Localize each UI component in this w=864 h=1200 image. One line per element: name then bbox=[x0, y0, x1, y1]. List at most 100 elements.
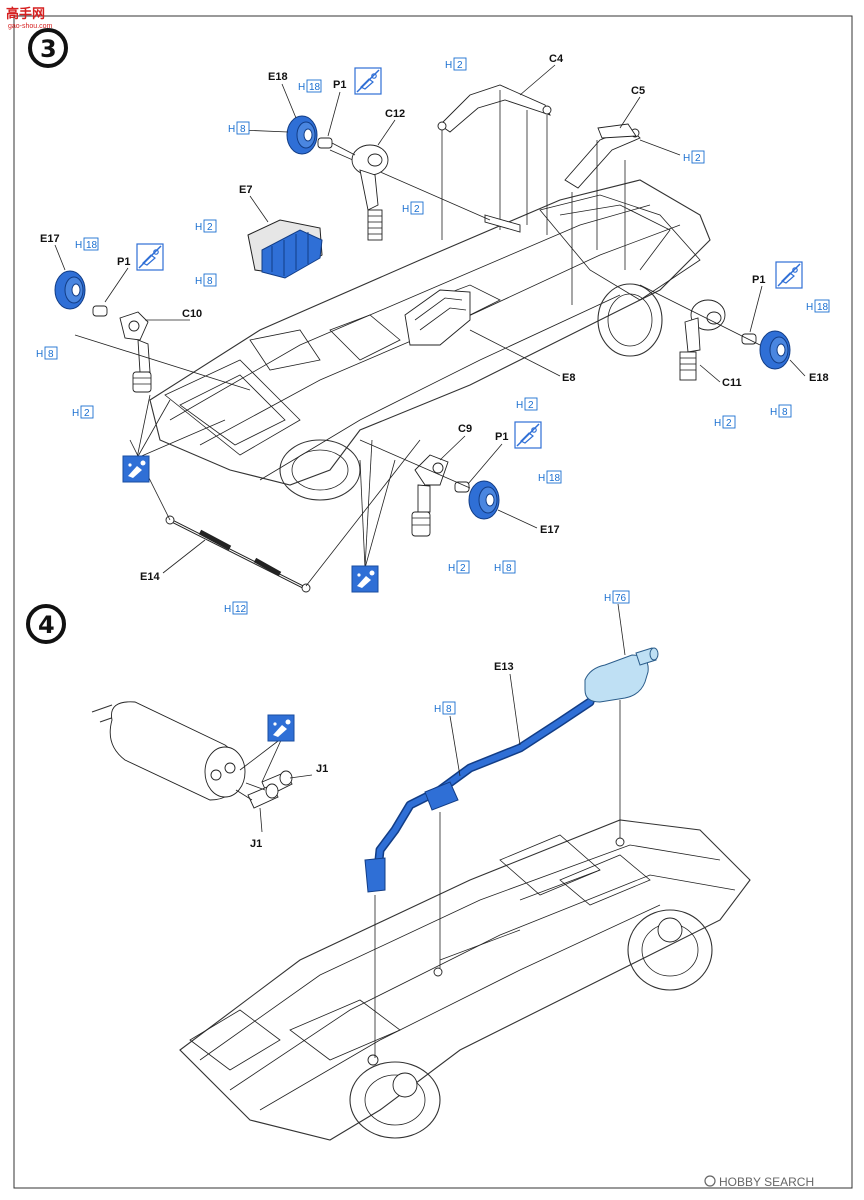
part-p1-mid bbox=[454, 481, 470, 493]
step-4-badge: 4 bbox=[26, 604, 66, 644]
page-frame bbox=[13, 15, 853, 1189]
svg-text:H: H bbox=[402, 204, 409, 215]
paint-h2-c12: H 2 bbox=[402, 201, 424, 215]
label-j1-bottom: J1 bbox=[250, 838, 262, 850]
svg-text:18: 18 bbox=[817, 302, 829, 313]
svg-text:2: 2 bbox=[84, 408, 90, 419]
paint-h2-e8: H 2 bbox=[516, 397, 538, 411]
paint-h8-left: H 8 bbox=[36, 346, 58, 360]
label-p1-left: P1 bbox=[117, 256, 130, 268]
svg-text:H: H bbox=[195, 222, 202, 233]
paint-h18-right: H 18 bbox=[806, 299, 830, 313]
svg-text:H: H bbox=[36, 349, 43, 360]
svg-text:H: H bbox=[298, 82, 305, 93]
paint-h8-e7: H 8 bbox=[195, 273, 217, 287]
svg-text:H: H bbox=[72, 408, 79, 419]
site-logo: 高手网 gao-shou.com bbox=[6, 6, 53, 30]
svg-text:8: 8 bbox=[240, 124, 246, 135]
svg-text:2: 2 bbox=[414, 204, 420, 215]
logo-text: 高手网 bbox=[6, 6, 45, 21]
logo-subtext: gao-shou.com bbox=[8, 23, 53, 30]
no-glue-icon bbox=[514, 421, 542, 449]
muffler-detail bbox=[91, 701, 246, 801]
svg-text:2: 2 bbox=[695, 153, 701, 164]
svg-text:H: H bbox=[434, 704, 441, 715]
svg-text:H: H bbox=[683, 153, 690, 164]
svg-text:2: 2 bbox=[460, 563, 466, 574]
part-j1-pair bbox=[247, 770, 293, 809]
svg-text:H: H bbox=[224, 604, 231, 615]
label-p1-mid: P1 bbox=[495, 431, 508, 443]
paint-h8-top: H 8 bbox=[228, 121, 250, 135]
label-e13: E13 bbox=[494, 661, 514, 673]
paint-h2-c11: H 2 bbox=[714, 415, 736, 429]
paint-h2-e7: H 2 bbox=[195, 219, 217, 233]
label-p1-top: P1 bbox=[333, 79, 346, 91]
step-4-number: 4 bbox=[38, 611, 55, 639]
svg-text:18: 18 bbox=[309, 82, 321, 93]
step-3-number: 3 bbox=[40, 35, 57, 63]
label-e14: E14 bbox=[140, 571, 160, 583]
hobby-search-watermark: HOBBY SEARCH bbox=[704, 1175, 814, 1189]
part-c5 bbox=[564, 127, 641, 189]
svg-text:12: 12 bbox=[235, 604, 247, 615]
paint-h8-step4: H 8 bbox=[434, 701, 456, 715]
svg-text:H: H bbox=[228, 124, 235, 135]
part-e14 bbox=[165, 515, 311, 593]
paint-h8-mid: H 8 bbox=[494, 560, 516, 574]
svg-text:H: H bbox=[75, 240, 82, 251]
chassis-underside bbox=[179, 819, 751, 1141]
svg-text:H: H bbox=[448, 563, 455, 574]
svg-text:8: 8 bbox=[446, 704, 452, 715]
watermark-text: HOBBY SEARCH bbox=[719, 1175, 814, 1189]
part-e7 bbox=[247, 219, 323, 279]
paint-h18-top: H 18 bbox=[298, 79, 322, 93]
part-e13 bbox=[364, 697, 595, 893]
svg-text:76: 76 bbox=[615, 593, 627, 604]
label-e17-left: E17 bbox=[40, 233, 60, 245]
step-3-badge: 3 bbox=[28, 28, 68, 68]
part-e18-top bbox=[286, 115, 318, 155]
label-e8: E8 bbox=[562, 372, 575, 384]
part-c9 bbox=[411, 454, 449, 537]
part-muffler-h76 bbox=[584, 647, 659, 703]
part-e17-mid bbox=[468, 480, 500, 520]
glue-icon bbox=[122, 455, 150, 483]
paint-h18-mid: H 18 bbox=[538, 470, 562, 484]
label-e7: E7 bbox=[239, 184, 252, 196]
label-c9: C9 bbox=[458, 423, 472, 435]
svg-text:H: H bbox=[445, 60, 452, 71]
svg-text:H: H bbox=[195, 276, 202, 287]
paint-h12-e14: H 12 bbox=[224, 601, 248, 615]
svg-text:H: H bbox=[494, 563, 501, 574]
label-c10: C10 bbox=[182, 308, 202, 320]
svg-text:2: 2 bbox=[726, 418, 732, 429]
paint-h2-c5: H 2 bbox=[683, 150, 705, 164]
part-e18-right bbox=[759, 330, 791, 370]
svg-text:8: 8 bbox=[207, 276, 213, 287]
part-c4 bbox=[439, 84, 551, 133]
part-e17-left bbox=[54, 270, 86, 310]
part-p1-right bbox=[741, 333, 757, 345]
part-e8 bbox=[404, 289, 471, 346]
svg-text:2: 2 bbox=[528, 400, 534, 411]
svg-text:8: 8 bbox=[782, 407, 788, 418]
label-c11: C11 bbox=[722, 377, 742, 389]
no-glue-icon bbox=[136, 243, 164, 271]
chassis-outline bbox=[149, 179, 711, 486]
paint-h2-c9: H 2 bbox=[448, 560, 470, 574]
label-e18-right: E18 bbox=[809, 372, 829, 384]
part-p1-left bbox=[92, 305, 108, 317]
part-c12 bbox=[351, 144, 389, 241]
label-c5: C5 bbox=[631, 85, 645, 97]
glue-icon bbox=[351, 565, 379, 593]
svg-text:18: 18 bbox=[86, 240, 98, 251]
svg-text:2: 2 bbox=[457, 60, 463, 71]
paint-h76: H 76 bbox=[604, 590, 630, 604]
label-p1-right: P1 bbox=[752, 274, 765, 286]
paint-h2-left: H 2 bbox=[72, 405, 94, 419]
paint-h8-right: H 8 bbox=[770, 404, 792, 418]
part-p1-top bbox=[317, 137, 333, 149]
label-c4: C4 bbox=[549, 53, 564, 65]
